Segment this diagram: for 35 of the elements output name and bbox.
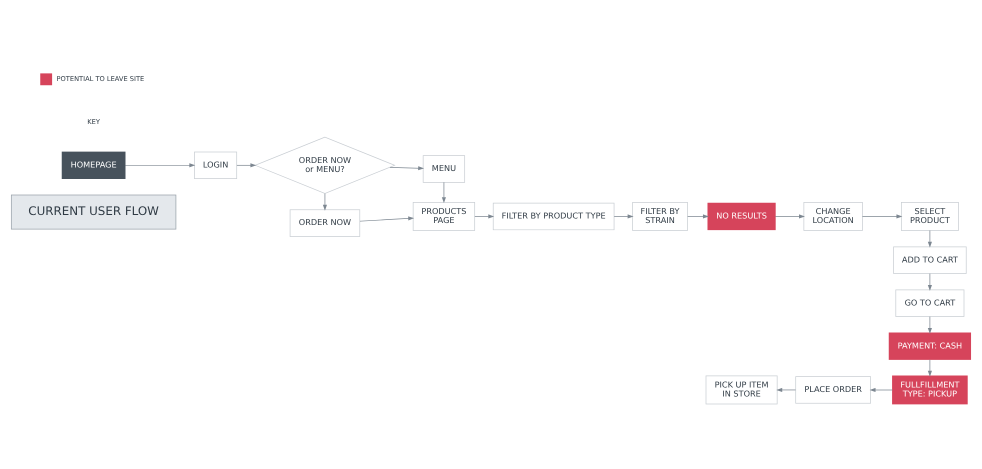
node-box: PICK UP ITEM IN STORE — [706, 375, 778, 404]
node-box: FILTER BY STRAIN — [632, 202, 688, 230]
node-box: CURRENT USER FLOW — [10, 194, 176, 229]
node-box: PLACE ORDER — [795, 376, 871, 404]
node-box: FULLFILLMENT TYPE: PICKUP — [892, 375, 968, 404]
node-box: GO TO CART — [895, 289, 964, 316]
node-box: HOMEPAGE — [62, 151, 126, 179]
arrow — [474, 214, 494, 218]
arrow — [928, 358, 932, 376]
arrow — [687, 214, 709, 218]
node-box: PAYMENT: CASH — [888, 332, 972, 360]
arrow — [870, 387, 893, 392]
arrow — [360, 216, 414, 222]
node-diamond: ORDER NOW or MENU? — [254, 136, 396, 194]
node-box: ORDER NOW — [290, 208, 360, 236]
arrow — [776, 387, 796, 392]
arrow — [862, 214, 902, 218]
node-box: MENU — [422, 154, 466, 182]
arrow — [236, 162, 256, 167]
arrow — [442, 182, 446, 203]
arrow — [928, 230, 932, 248]
arrow — [928, 272, 932, 290]
node-box: FILTER BY PRODUCT TYPE — [492, 202, 614, 230]
arrow — [928, 316, 932, 334]
arrow — [125, 162, 196, 167]
node-box: CHANGE LOCATION — [804, 202, 863, 230]
node-box: ADD TO CART — [893, 246, 967, 274]
arrow — [614, 214, 634, 218]
node-box: LOGIN — [194, 151, 238, 179]
arrow — [322, 192, 328, 210]
node-box: NO RESULTS — [707, 202, 776, 230]
node-box: SELECT PRODUCT — [900, 202, 959, 230]
arrow — [390, 166, 424, 170]
arrow — [774, 214, 805, 218]
node-box: PRODUCTS PAGE — [412, 202, 476, 230]
